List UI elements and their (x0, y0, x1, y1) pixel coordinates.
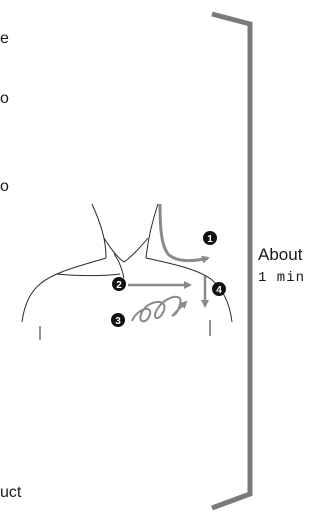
duration-value: 1 min (258, 268, 305, 288)
duration-label: About (258, 245, 302, 265)
